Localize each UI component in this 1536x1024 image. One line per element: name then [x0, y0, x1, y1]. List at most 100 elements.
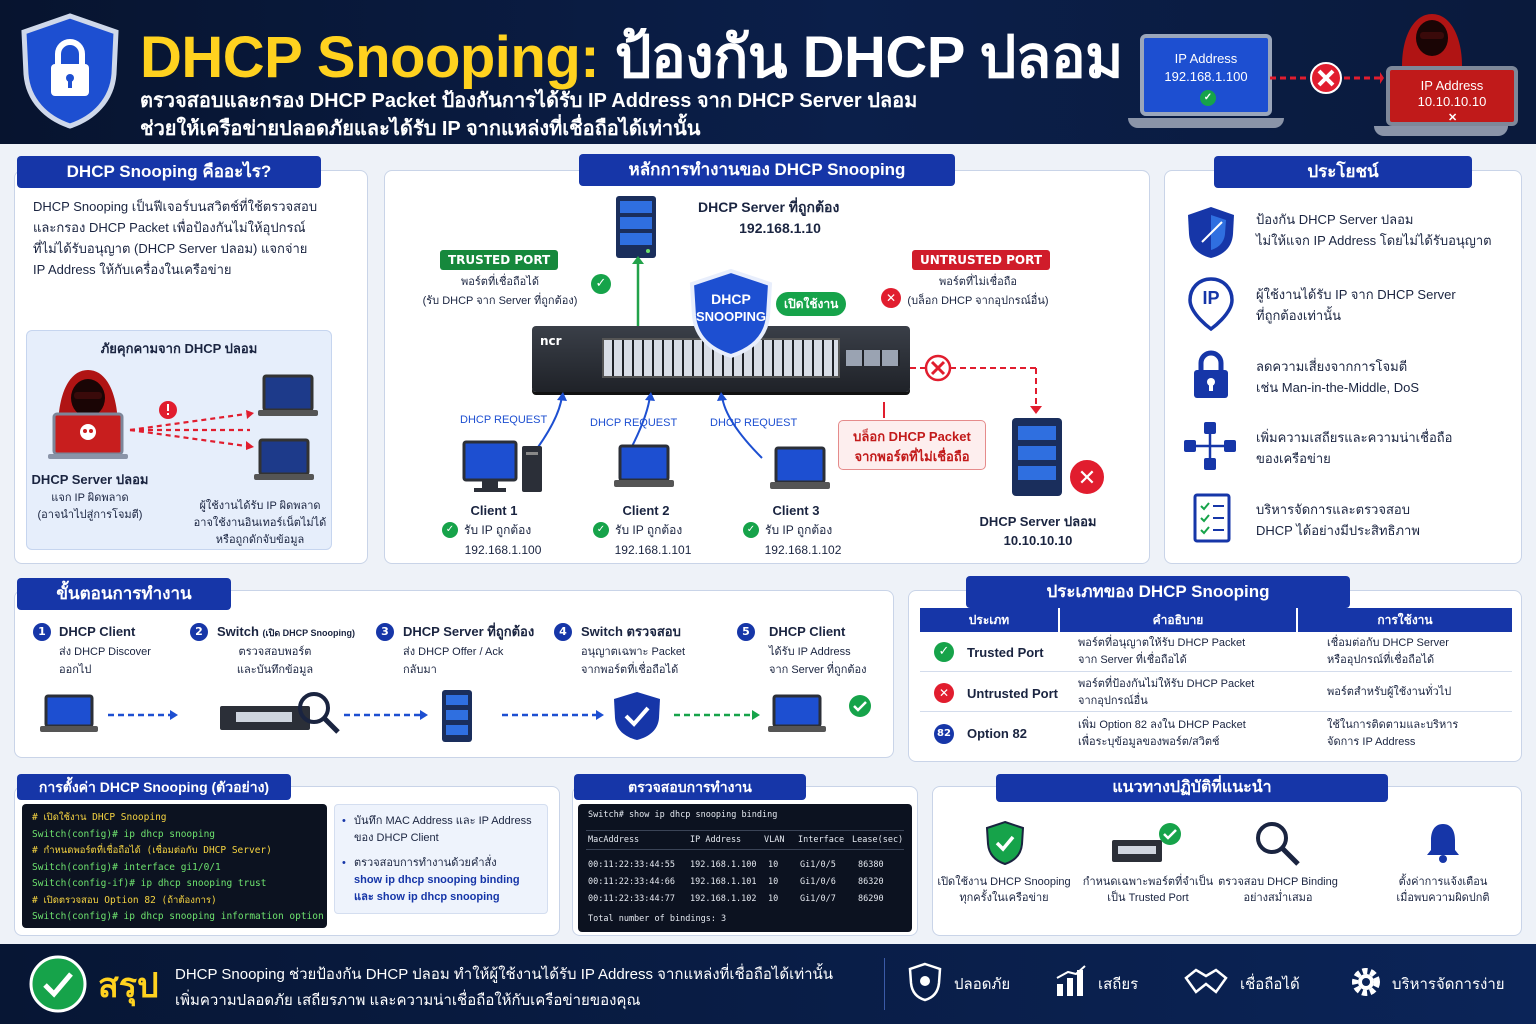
rogue-hacker-icon	[48, 370, 128, 459]
step-3-number: 3	[376, 623, 394, 641]
client-1-status: รับ IP ถูกต้อง	[464, 523, 532, 537]
type-2-desc-2: จากอุปกรณ์อื่น	[1078, 695, 1148, 707]
config-line-2: Switch(config)# ip dhcp snooping	[32, 828, 216, 840]
header-banner: DHCP Snooping: ป้องกัน DHCP ปลอม ตรวจสอบ…	[0, 0, 1536, 144]
victim-laptop-icon	[258, 374, 318, 416]
shield-icon	[1188, 207, 1234, 258]
page-title: DHCP Snooping: ป้องกัน DHCP ปลอม	[140, 25, 1123, 90]
step-3-desc-1: ส่ง DHCP Offer / Ack	[403, 646, 504, 658]
verify-col-interface: Interface	[798, 835, 845, 845]
verify-cell: 00:11:22:33:44:66	[588, 877, 675, 887]
shield-lock-icon	[21, 13, 119, 129]
note-2-line-2: show ip dhcp snooping binding	[354, 874, 520, 886]
client-3-ip: 192.168.1.102	[764, 543, 842, 557]
config-line-7: Switch(config)# ip dhcp snooping informa…	[32, 911, 324, 922]
table-row	[920, 632, 1512, 672]
note-2-line-3: และ show ip dhcp snooping	[354, 891, 500, 903]
blocked-link	[1270, 62, 1384, 94]
type-1-usage-2: หรืออุปกรณ์ที่เชื่อถือได้	[1327, 654, 1435, 666]
rogue-laptop-base	[1374, 126, 1508, 136]
config-notes	[334, 804, 548, 914]
summary-label: สรุป	[98, 967, 159, 1005]
dhcp-snooping-shield-icon	[689, 268, 773, 358]
step-1-desc-2: ออกไป	[59, 664, 92, 676]
verify-cell: 192.168.1.101	[690, 877, 757, 887]
step-3-title: DHCP Server ที่ถูกต้อง	[403, 624, 535, 639]
types-title: ประเภทของ DHCP Snooping	[966, 576, 1350, 608]
type-1-desc-1: พอร์ตที่อนุญาตให้รับ DHCP Packet	[1078, 637, 1246, 649]
badge-manage: บริหารจัดการง่าย	[1392, 976, 1505, 993]
verify-cell: 86290	[858, 894, 884, 904]
shield-check-icon	[985, 820, 1025, 866]
check-icon: ✓	[1200, 90, 1216, 106]
page-subtitle-2: ช่วยให้เครือข่ายปลอดภัยและได้รับ IP จากแ…	[140, 118, 701, 140]
network-switch: ncr	[532, 326, 910, 392]
step-2-title-small: (เปิด DHCP Snooping)	[262, 628, 355, 638]
step-5-number: 5	[737, 623, 755, 641]
types-header-desc: คำอธิบาย	[1060, 608, 1296, 632]
type-1-name: Trusted Port	[967, 645, 1044, 660]
type-3-usage-2: จัดการ IP Address	[1327, 736, 1416, 748]
step-5-desc-2: จาก Server ที่ถูกต้อง	[769, 664, 867, 676]
benefit-1-line-2: ไม่ให้แจก IP Address โดยไม่ได้รับอนุญาต	[1256, 233, 1492, 248]
verify-cell: Gi1/0/7	[800, 894, 836, 904]
check-icon: ✓	[591, 274, 611, 294]
summary-line-2: เพิ่มความปลอดภัย เสถียรภาพ และความน่าเชื…	[175, 992, 641, 1009]
check-circle-icon	[29, 955, 87, 1013]
cross-icon: ✕	[934, 683, 954, 703]
verify-header-row	[586, 830, 904, 850]
config-line-5: Switch(config-if)# ip dhcp snooping trus…	[32, 878, 267, 889]
verify-cell: 192.168.1.100	[690, 860, 757, 870]
option-82-icon: 82	[934, 724, 954, 744]
rogue-desc-1: แจก IP ผิดพลาด	[51, 492, 129, 504]
check-icon: ✓	[743, 522, 759, 538]
types-header-usage: การใช้งาน	[1298, 608, 1512, 632]
rogue-server-icon	[1012, 418, 1062, 496]
rogue-server-ip: 10.10.10.10	[1003, 533, 1073, 548]
shield-icon	[908, 962, 942, 1002]
type-3-desc-2: เพื่อระบุข้อมูลของพอร์ต/สวิตช์	[1078, 736, 1220, 748]
note-bullet: •	[342, 815, 346, 827]
client-2-laptop-icon	[614, 444, 674, 487]
steps-flow-graphics	[40, 690, 871, 742]
verify-cell: Gi1/0/6	[800, 877, 836, 887]
verify-cell: 10	[768, 877, 779, 887]
good-laptop-ip: 192.168.1.100	[1164, 69, 1248, 84]
rogue-laptop-ip: 10.10.10.10	[1417, 94, 1487, 109]
benefit-2-line-2: ที่ถูกต้องเท่านั้น	[1256, 308, 1341, 323]
type-2-desc-1: พอร์ตที่ป้องกันไม่ให้รับ DHCP Packet	[1078, 678, 1255, 690]
good-laptop: IP Address 192.168.1.100 ✓	[1140, 34, 1272, 116]
config-line-3: # กำหนดพอร์ตที่เชื่อถือได้ (เชื่อมต่อกับ…	[32, 845, 272, 856]
rogue-attack-arrows	[129, 401, 254, 450]
type-1-usage-1: เชื่อมต่อกับ DHCP Server	[1327, 637, 1449, 649]
benefits-title: ประโยชน์	[1214, 156, 1472, 188]
table-row	[920, 672, 1512, 712]
shield-text-2: SNOOPING	[695, 309, 767, 324]
verify-command: Switch# show ip dhcp snooping binding	[588, 810, 778, 820]
note-1-line-1: บันทึก MAC Address และ IP Address	[354, 815, 532, 827]
client-3-laptop-icon	[770, 446, 830, 489]
practice-4-line-2: เมื่อพบความผิดปกติ	[1396, 892, 1490, 904]
badge-stable: เสถียร	[1098, 976, 1139, 993]
network-nodes-icon	[1184, 422, 1236, 470]
step-1-title: DHCP Client	[59, 624, 136, 639]
block-callout-1: บล็อก DHCP Packet	[853, 429, 971, 444]
step-4-desc-1: อนุญาตเฉพาะ Packet	[581, 646, 686, 658]
badge-trusted: เชื่อถือได้	[1240, 976, 1300, 993]
note-1-line-2: ของ DHCP Client	[354, 832, 439, 844]
good-laptop-base	[1128, 118, 1284, 128]
shield-text-1: DHCP	[711, 291, 751, 307]
practices-panel	[932, 786, 1522, 936]
server-label: DHCP Server ที่ถูกต้อง	[698, 199, 840, 215]
practice-3-line-1: ตรวจสอบ DHCP Binding	[1218, 876, 1338, 888]
request-label-2: DHCP REQUEST	[590, 417, 678, 429]
summary-line-1: DHCP Snooping ช่วยป้องกัน DHCP ปลอม ทำให…	[175, 966, 834, 983]
client-1-name: Client 1	[470, 503, 518, 518]
verify-col-lease: Lease(sec)	[852, 835, 904, 845]
benefit-3-line-1: ลดความเสี่ยงจากการโจมตี	[1256, 359, 1408, 374]
badge-secure: ปลอดภัย	[954, 976, 1011, 993]
dhcp-server-icon	[616, 196, 656, 258]
note-bullet: •	[342, 857, 346, 869]
bar-chart-icon	[1056, 965, 1086, 996]
benefit-3-line-2: เช่น Man-in-the-Middle, DoS	[1256, 380, 1420, 395]
